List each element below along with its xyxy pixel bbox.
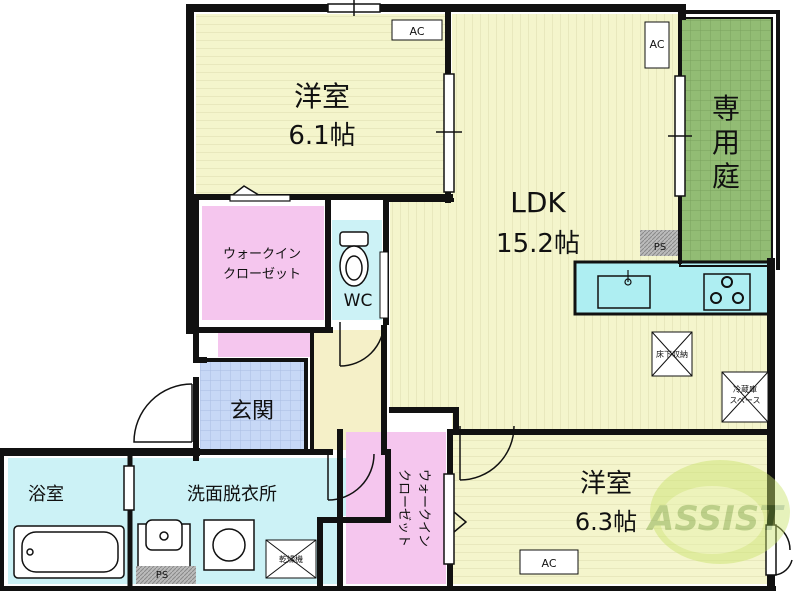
washroom-label: 洗面脱衣所 xyxy=(187,484,277,505)
walk-in-closet-top-label-1: ウォークイン xyxy=(223,247,301,262)
ldk-size: 15.2帖 xyxy=(496,229,580,259)
window-ldk-garden xyxy=(668,75,692,197)
window-bathroom xyxy=(123,465,135,511)
ac-label-ldk: AC xyxy=(649,38,664,51)
walk-in-closet-top-label-2: クローゼット xyxy=(223,267,301,282)
dryer-label: 乾燥機 xyxy=(279,554,303,564)
ps-label-bath: PS xyxy=(156,570,168,581)
closet-strip-floor xyxy=(218,330,312,357)
ac-unit-top xyxy=(391,19,443,41)
ac-label-bottom: AC xyxy=(541,557,556,570)
western-room-top-size: 6.1帖 xyxy=(288,121,355,151)
door-entrance xyxy=(133,383,193,443)
window-top-room-east xyxy=(436,73,462,193)
ac-unit-bottom xyxy=(519,549,579,575)
western-room-bottom-size: 6.3帖 xyxy=(575,508,637,536)
western-room-bottom-floor xyxy=(452,432,770,584)
entrance-label: 玄関 xyxy=(230,399,274,424)
fridge-space-icon xyxy=(721,371,769,423)
western-room-top-floor xyxy=(196,14,446,197)
western-room-bottom-name: 洋室 xyxy=(580,469,632,499)
ps-box-ldk xyxy=(640,230,678,256)
door-bottom-right-exterior xyxy=(774,524,793,576)
entrance-floor xyxy=(200,360,304,450)
door-bottom-room xyxy=(459,425,515,481)
walk-in-closet-top-floor xyxy=(202,206,324,320)
wc-shelf xyxy=(379,251,389,319)
window-top xyxy=(327,0,381,16)
ldk-name: LDK xyxy=(510,186,566,219)
fridge-space-label-2: スペース xyxy=(729,396,760,405)
bathtub-icon xyxy=(13,525,125,579)
garden-label-3: 庭 xyxy=(712,160,740,193)
garden-label-2: 用 xyxy=(712,126,740,159)
assist-watermark-logo: ASSIST xyxy=(645,460,790,564)
walk-in-closet-bottom-label-2: クローゼット xyxy=(396,469,411,547)
garden-label-1: 専 xyxy=(712,92,740,125)
garden-floor xyxy=(680,18,772,264)
dryer-icon xyxy=(265,539,317,579)
window-bottom-east xyxy=(765,524,777,576)
door-walk-in-closet-bottom xyxy=(443,473,468,565)
kitchen-counter xyxy=(573,260,772,316)
walk-in-closet-bottom-label-1: ウォークイン xyxy=(416,469,431,547)
bathroom-label: 浴室 xyxy=(28,484,64,505)
western-room-top-name: 洋室 xyxy=(294,80,350,113)
fridge-space-label-1: 冷蔵庫 xyxy=(733,384,757,394)
door-walk-in-closet-top xyxy=(227,185,291,202)
hallway-floor xyxy=(312,330,382,450)
assist-watermark-text: ASSIST xyxy=(645,499,785,539)
wc-label: WC xyxy=(344,291,373,311)
washing-machine-pan-icon xyxy=(203,519,255,571)
ac-label-top: AC xyxy=(409,25,424,38)
walk-in-closet-bottom-floor xyxy=(346,432,446,584)
door-wc xyxy=(339,321,385,367)
underfloor-storage-icon xyxy=(651,331,693,377)
ac-unit-ldk xyxy=(644,21,670,69)
door-hallway-washroom xyxy=(327,453,375,501)
ps-label-ldk: PS xyxy=(654,242,666,253)
washbasin-icon xyxy=(137,519,191,569)
toilet-icon xyxy=(339,231,369,287)
ps-box-bath xyxy=(136,566,196,584)
underfloor-storage-label: 床下収納 xyxy=(656,349,688,359)
